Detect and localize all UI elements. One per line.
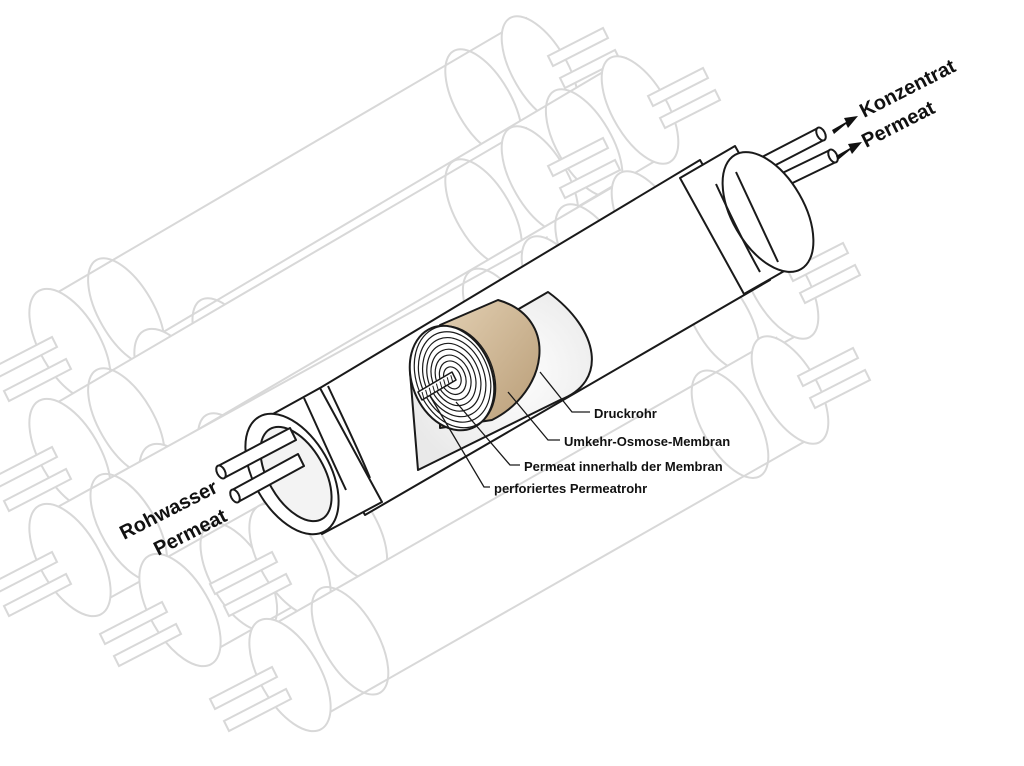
- ghost-pipe: [208, 550, 279, 596]
- inlet-pipes: [215, 427, 305, 504]
- callout-leader-lines: [429, 371, 590, 488]
- ghost-vessel-band: [690, 369, 770, 479]
- ghost-pipe: [222, 687, 293, 733]
- perforated-permeate-tube: [417, 371, 457, 401]
- ghost-pipe: [808, 368, 872, 410]
- perforation-mark: [428, 387, 432, 395]
- ghost-pipe: [558, 158, 622, 200]
- leader-permeatrohr: [429, 395, 490, 488]
- ghost-pipe: [222, 572, 293, 618]
- ghost-pipe: [798, 263, 862, 305]
- callout-permeat-innen: Permeat innerhalb der Membran: [524, 459, 723, 474]
- ghost-pipe: [98, 600, 169, 646]
- ghost-pipe: [796, 346, 860, 388]
- ghost-pipe: [2, 572, 73, 618]
- leader-druckrohr: [539, 371, 590, 413]
- ghost-vessel-end: [248, 617, 332, 733]
- perforation-mark: [450, 375, 454, 383]
- ghost-pipe: [0, 445, 59, 488]
- ghost-pipe: [0, 550, 59, 593]
- callout-permeatrohr: perforiertes Permeatrohr: [494, 481, 647, 496]
- perforation-mark: [446, 377, 450, 385]
- ghost-pipe: [0, 335, 59, 378]
- perforation-mark: [443, 379, 447, 387]
- ghost-pipe: [658, 88, 722, 130]
- ghost-pipe: [786, 241, 850, 283]
- pressure-vessel-cutaway: [215, 126, 839, 536]
- leader-membran: [507, 391, 560, 441]
- ghost-pipe: [2, 357, 73, 403]
- perforation-mark: [435, 383, 439, 391]
- ghost-vessel-end: [28, 502, 112, 618]
- ghost-vessel-band: [310, 586, 390, 696]
- arrow-konzentrat: [832, 116, 858, 134]
- ghost-pipe: [546, 136, 610, 178]
- ghost-pipe: [546, 26, 610, 68]
- perforation-mark: [421, 391, 425, 400]
- perforation-mark: [439, 381, 443, 389]
- ghost-vessel-end: [138, 552, 222, 668]
- ghost-pipe: [112, 622, 183, 668]
- perforation-mark: [425, 389, 429, 398]
- right-end-cap: [679, 145, 815, 295]
- ghost-pipe: [646, 66, 710, 108]
- ghost-pipe: [2, 467, 73, 513]
- callout-membran: Umkehr-Osmose-Membran: [564, 434, 730, 449]
- arrow-permeat-out: [836, 142, 862, 160]
- ghost-pipe: [208, 665, 279, 711]
- leader-permeat-innen: [455, 401, 520, 466]
- perforation-mark: [432, 385, 436, 393]
- callout-druckrohr: Druckrohr: [594, 406, 657, 421]
